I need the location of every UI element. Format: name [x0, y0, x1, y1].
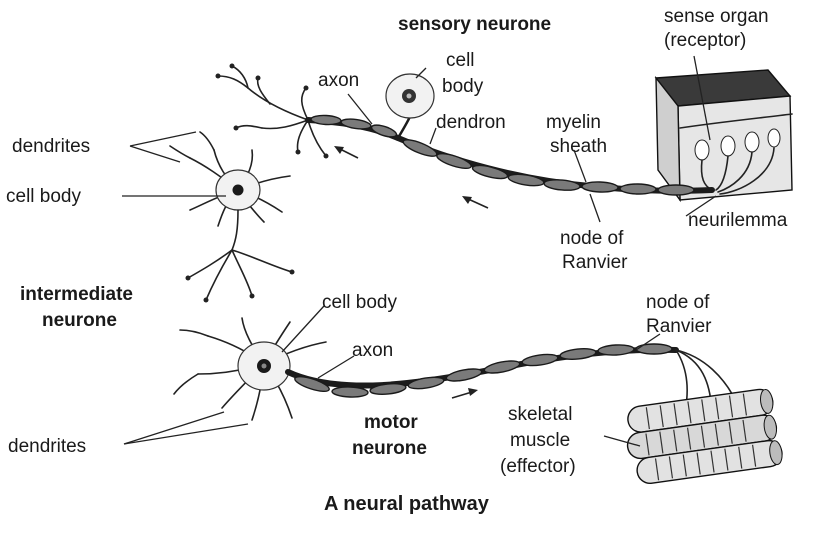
neurilemma-label: neurilemma: [688, 210, 788, 231]
motor-ranvier-label: Ranvier: [646, 316, 712, 337]
motor-cell-body-label: cell body: [322, 292, 397, 313]
sheath-label: sheath: [550, 136, 607, 157]
sensory-cell-label: cell: [446, 50, 475, 71]
dendron-label: dendron: [436, 112, 506, 133]
sensory-neurone-dendrites: [216, 64, 329, 159]
skeletal-label: skeletal: [508, 404, 572, 425]
intermediate-cell-body: [216, 170, 260, 210]
motor-neurone-title-line1: motor: [364, 412, 418, 433]
receptor-label: (receptor): [664, 30, 746, 51]
intermediate-neurone-title-line1: intermediate: [20, 284, 133, 305]
motor-direction-arrow: [452, 388, 478, 398]
motor-neurone-title-line2: neurone: [352, 438, 427, 459]
muscle-label: muscle: [510, 430, 570, 451]
lower-dendrites-label: dendrites: [8, 436, 86, 457]
intermediate-neurone-title-line2: neurone: [42, 310, 117, 331]
motor-node-of-label: node of: [646, 292, 710, 313]
motor-cell-body: [238, 342, 290, 390]
myelin-label: myelin: [546, 112, 601, 133]
sense-organ-label: sense organ: [664, 6, 769, 27]
sensory-direction-arrows: [334, 146, 488, 208]
sensory-axon-label: axon: [318, 70, 359, 91]
effector-label: (effector): [500, 456, 576, 477]
motor-axon-label: axon: [352, 340, 393, 361]
upper-cell-body-label: cell body: [6, 186, 81, 207]
sensory-node-of-label: node of: [560, 228, 624, 249]
sense-organ-skin-block: [656, 70, 792, 200]
sensory-cell-body: [386, 74, 434, 118]
intermediate-neurone: [170, 132, 295, 303]
sensory-ranvier-label: Ranvier: [562, 252, 628, 273]
diagram-title: A neural pathway: [324, 493, 490, 515]
sensory-neurone-title: sensory neurone: [398, 14, 551, 35]
sensory-dendron-sheaths: [401, 137, 694, 195]
skeletal-muscle-fibres: [622, 387, 783, 485]
upper-dendrites-label: dendrites: [12, 136, 90, 157]
sensory-body-label: body: [442, 76, 484, 97]
sensory-axon-sheaths: [311, 115, 398, 140]
